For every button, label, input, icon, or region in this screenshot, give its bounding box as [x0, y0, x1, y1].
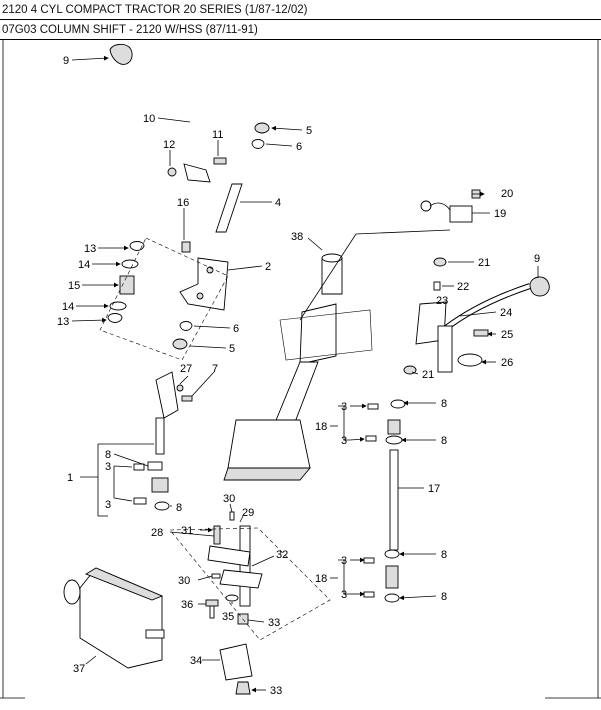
diagram-subtitle: 07G03 COLUMN SHIFT - 2120 W/HSS (87/11-9… [0, 20, 601, 40]
knob-part-9 [109, 43, 133, 65]
callout-33-lower: 33 [270, 685, 282, 697]
callout-17: 17 [428, 483, 440, 495]
callout-19: 19 [494, 208, 506, 220]
callout-30-lower: 30 [178, 575, 190, 587]
callout-3: 3 [341, 401, 347, 413]
shaft-part-4 [215, 183, 243, 233]
callout-8-c: 8 [441, 549, 447, 561]
callout-21: 21 [478, 257, 490, 269]
knob-part-9-right [529, 276, 550, 297]
callout-8: 8 [441, 398, 447, 410]
detent-parts-group-1 [133, 461, 170, 511]
callout-36: 36 [181, 599, 193, 611]
nut-part-33-lower [235, 681, 251, 695]
bolt-part-36 [205, 599, 219, 619]
group-line-top-right [355, 229, 451, 235]
bracket-part-26 [457, 353, 483, 367]
leader-lines [71, 55, 539, 693]
shaft-part-17 [363, 399, 406, 603]
bolt-part-16 [181, 241, 191, 253]
callout-8-b: 8 [441, 435, 447, 447]
nut-part-12 [167, 167, 177, 177]
bolt-part-11 [213, 157, 227, 165]
callout-20: 20 [501, 188, 513, 200]
callout-28: 28 [151, 527, 163, 539]
callout-21-lower: 21 [422, 369, 434, 381]
callout-14-lower: 14 [62, 301, 74, 313]
callout-25: 25 [501, 329, 513, 341]
callout-3-group1-lower: 3 [105, 499, 111, 511]
bracket-part-2 [179, 257, 229, 311]
callout-18: 18 [315, 421, 327, 433]
callout-8-group1-lower: 8 [176, 502, 182, 514]
callout-8-d: 8 [441, 591, 447, 603]
callout-10: 10 [143, 113, 155, 125]
callout-22: 22 [457, 281, 469, 293]
callout-29: 29 [242, 507, 254, 519]
diagram-title: 2120 4 CYL COMPACT TRACTOR 20 SERIES (1/… [0, 0, 601, 20]
callout-7: 7 [212, 363, 218, 375]
callout-35: 35 [222, 611, 234, 623]
spring-stack-parts-13-15 [107, 241, 145, 323]
clip-part-6-lower [179, 321, 193, 331]
callout-15: 15 [68, 280, 80, 292]
shift-shaft-assembly-32 [207, 511, 263, 607]
callout-13-lower: 13 [57, 316, 69, 328]
callout-6-lower: 6 [233, 323, 239, 335]
callout-5-lower: 5 [229, 343, 235, 355]
hydrostatic-unit-part-37 [63, 567, 165, 669]
shift-arm-assembly [155, 371, 193, 455]
callout-13: 13 [84, 243, 96, 255]
callout-30: 30 [223, 493, 235, 505]
callout-4: 4 [275, 197, 281, 209]
callout-3-group1: 3 [105, 461, 111, 473]
callout-33: 33 [268, 617, 280, 629]
shift-lever-part-10 [145, 64, 211, 183]
callout-3-b: 3 [341, 435, 347, 447]
plug-part-5-lower [172, 338, 188, 350]
clip-part-6 [251, 139, 265, 149]
washer-part-35 [225, 594, 239, 602]
callout-5: 5 [306, 125, 312, 137]
callout-37: 37 [73, 663, 85, 675]
callout-6: 6 [296, 141, 302, 153]
callout-8-group1: 8 [105, 449, 111, 461]
lever-part-24 [437, 283, 531, 373]
callout-16: 16 [177, 197, 189, 209]
plug-part-5 [254, 122, 270, 134]
callout-34: 34 [190, 655, 202, 667]
callout-14: 14 [78, 259, 90, 271]
callout-31: 31 [181, 525, 193, 537]
bracket-part-34 [219, 643, 253, 681]
callout-9-right: 9 [534, 253, 540, 265]
steering-column-part-38 [223, 253, 373, 481]
callout-11: 11 [212, 129, 223, 141]
callout-12: 12 [163, 139, 175, 151]
callout-24: 24 [500, 307, 512, 319]
callout-18-lower: 18 [315, 573, 327, 585]
callout-27: 27 [180, 363, 192, 375]
group-outline-lower [169, 527, 331, 641]
callout-3-c: 3 [341, 555, 347, 567]
callout-numbers: 9 10 11 12 5 6 4 16 2 38 20 19 21 9 22 1… [57, 55, 540, 697]
callout-38: 38 [291, 231, 303, 243]
callout-26: 26 [501, 357, 513, 369]
plug-part-21 [433, 257, 447, 267]
callout-23: 23 [436, 295, 448, 307]
callout-32: 32 [276, 549, 288, 561]
pin-part-22 [433, 281, 441, 291]
callout-1: 1 [67, 472, 73, 484]
callout-3-d: 3 [341, 589, 347, 601]
callout-9: 9 [63, 55, 69, 67]
switch-part-19 [420, 200, 473, 223]
callout-2: 2 [265, 261, 271, 273]
bolt-part-25 [473, 329, 489, 337]
group-line-38 [299, 233, 357, 321]
